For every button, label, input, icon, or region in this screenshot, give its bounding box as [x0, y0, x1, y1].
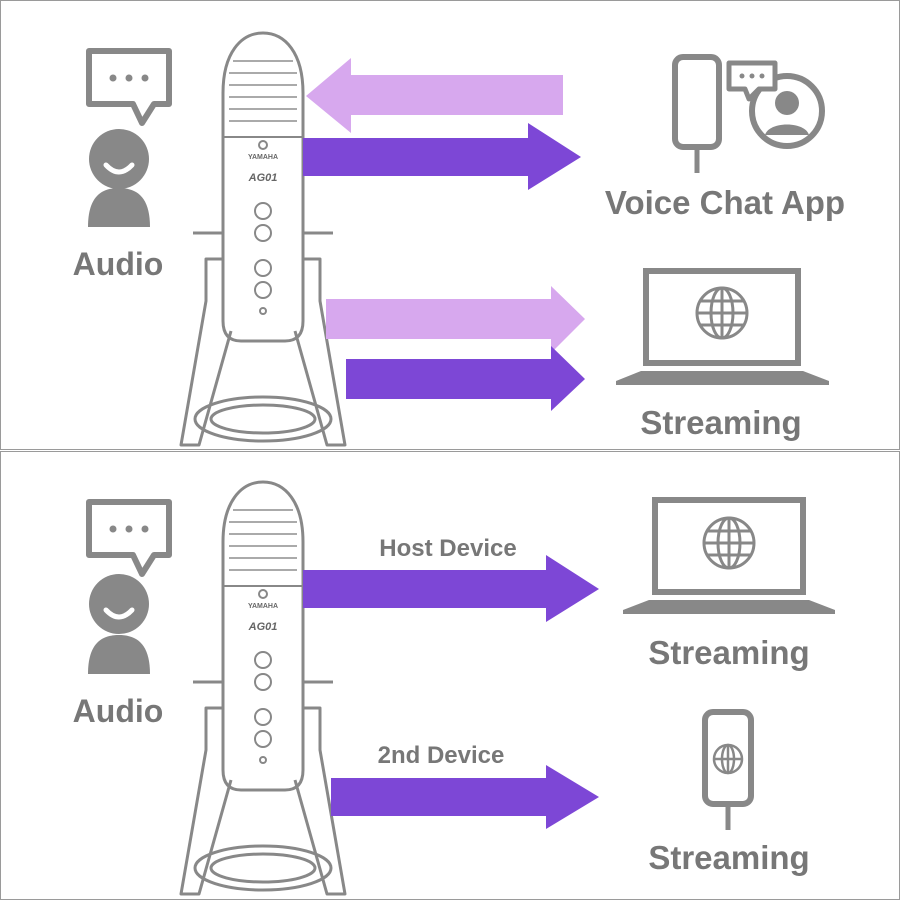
host-streaming-label: Streaming	[648, 634, 809, 671]
microphone-icon	[179, 31, 347, 447]
microphone-icon	[179, 480, 347, 896]
top-panel-drawing: Audio	[73, 31, 845, 447]
globe-icon	[695, 286, 749, 340]
arrow-to-streaming-dark	[346, 346, 585, 411]
arrow-to-voice-chat	[303, 123, 581, 190]
speech-bubble-icon	[86, 499, 172, 577]
voice-chat-label: Voice Chat App	[605, 184, 845, 221]
person-icon	[88, 574, 150, 674]
second-device-label: 2nd Device	[378, 742, 505, 769]
arrow-to-host-device	[303, 555, 599, 622]
arrow-from-voice-chat	[306, 58, 563, 133]
bottom-panel: Audio	[0, 451, 900, 900]
speech-dots	[109, 74, 149, 82]
smartphone-icon	[672, 54, 722, 173]
streaming-label: Streaming	[640, 404, 801, 441]
top-panel: Audio	[0, 0, 900, 450]
bottom-panel-drawing: Audio	[73, 480, 835, 896]
smartphone-icon	[702, 709, 754, 830]
audio-label: Audio	[73, 693, 164, 729]
speech-bubble-icon	[86, 48, 172, 126]
arrow-to-second-device	[331, 765, 599, 829]
speech-dots	[109, 525, 149, 533]
laptop-icon	[616, 268, 829, 385]
mic-model: AG01	[248, 621, 278, 633]
mic-brand: YAMAHA	[248, 154, 278, 161]
globe-icon	[712, 743, 744, 775]
chat-avatar-icon	[726, 60, 825, 149]
mic-model: AG01	[248, 172, 278, 184]
host-device-label: Host Device	[379, 535, 516, 562]
arrow-to-streaming-light	[326, 286, 585, 353]
person-icon	[88, 129, 150, 227]
second-streaming-label: Streaming	[648, 839, 809, 876]
mic-brand: YAMAHA	[248, 603, 278, 610]
arrow-icon	[303, 58, 585, 411]
audio-label: Audio	[73, 246, 164, 282]
laptop-icon	[623, 497, 835, 614]
globe-icon	[702, 516, 756, 570]
